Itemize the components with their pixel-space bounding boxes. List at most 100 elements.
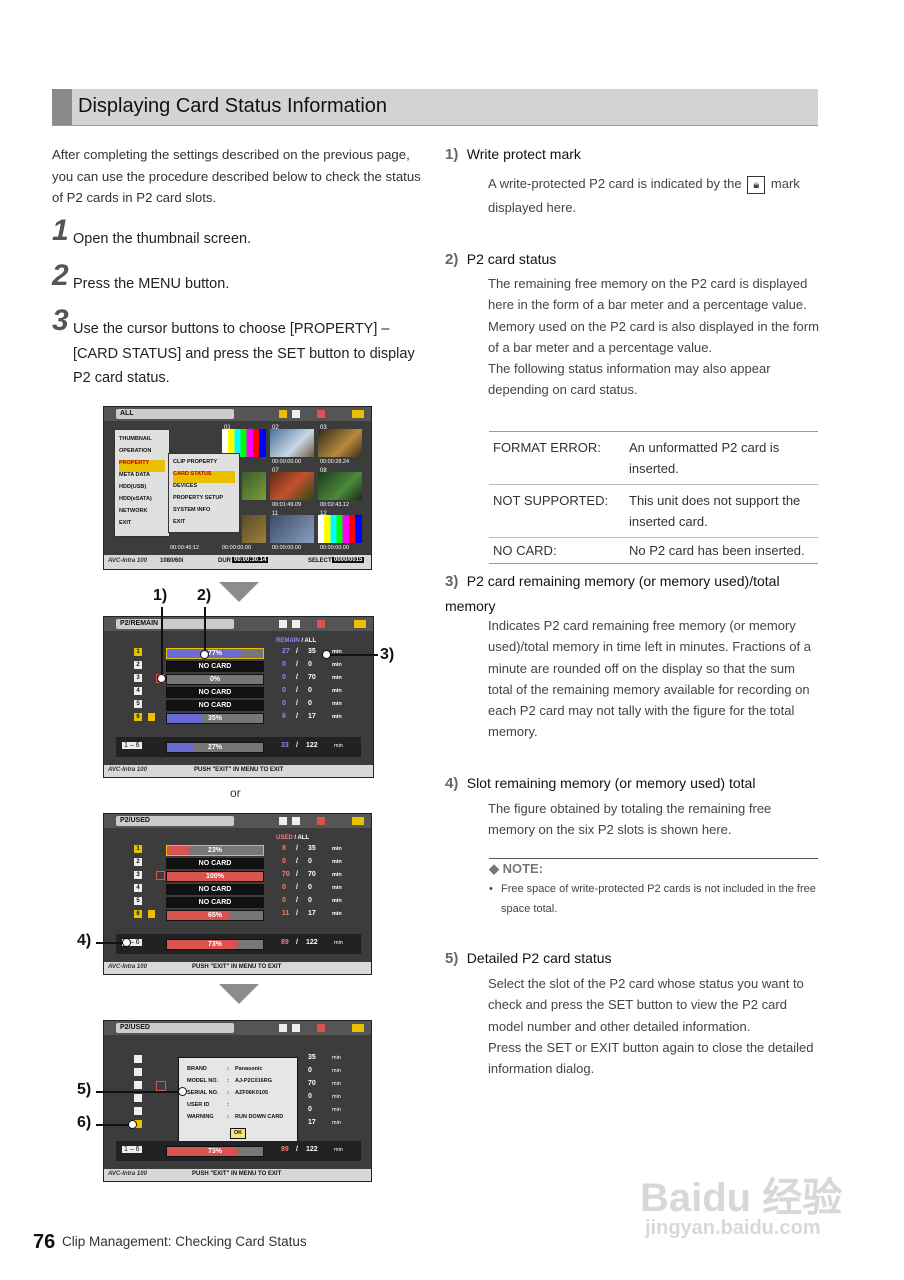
thumbnail[interactable] [318,429,362,457]
thumbnail[interactable] [270,472,314,500]
thumb-label: 12 [320,511,327,517]
menu-item-meta-data[interactable]: META DATA [119,472,150,478]
slot-number-icon [134,1120,142,1128]
callout-6: 6) [77,1114,92,1131]
status-bar-label: NO CARD [198,860,232,867]
step-number: 2 [52,259,69,292]
submenu-item-exit[interactable]: EXIT [173,519,186,525]
step-text: Open the thumbnail screen. [73,231,252,247]
section-number: 2) [445,251,459,268]
codec-logo: AVC-Intra 100 [108,767,147,773]
status-bar-label: 23% [207,847,222,854]
section-2-body: The remaining free memory on the P2 card… [488,273,820,401]
unit-label: min [332,846,342,852]
slot-number: 3 [134,871,142,879]
dialog-colon: : [227,1114,229,1120]
submenu-item-card-status[interactable]: CARD STATUS [173,471,235,483]
screen-title: P2/USED [116,1023,234,1033]
value-a: 0 [282,661,286,668]
thumbnail[interactable] [270,515,314,543]
section-title: P2 card remaining memory (or memory used… [445,573,780,614]
value-b: 17 [308,1119,316,1126]
menu-item-thumbnail[interactable]: THUMBNAIL [119,436,152,442]
dur-value: 00:00:30.14 [232,557,269,563]
submenu-item-system-info[interactable]: SYSTEM INFO [173,507,211,513]
down-arrow-icon [219,984,259,1004]
status-bar-label: NO CARD [198,689,232,696]
slot-icon [279,410,287,418]
unit-label: min [332,911,342,917]
menu-item-hdd-esata[interactable]: HDD(eSATA) [119,496,152,502]
body-text: The following status information may als… [488,361,771,398]
thumbnail-grid: 01 02 03 07 08 11 12 00:00:00.00 00:00:2… [164,425,364,553]
thumb-label: 08 [320,468,327,474]
total-row: 1 – 6 73% 89 / 122 min [116,1141,361,1161]
section-header: Displaying Card Status Information [52,89,818,126]
value-separator: / [296,687,298,694]
thumbnail[interactable] [242,515,266,543]
unit-label: min [334,1147,343,1153]
unit-label: min [332,1107,341,1113]
callout-leader [330,654,378,656]
dialog-colon: : [227,1066,229,1072]
total-slots: 1 – 6 [122,939,142,946]
card-warning-icon [148,713,155,721]
callout-dot [157,674,166,683]
submenu-item-devices[interactable]: DEVICES [173,483,198,489]
value-b: 0 [308,1106,312,1113]
menu-item-operation[interactable]: OPERATION [119,448,152,454]
unit-label: min [332,701,342,707]
status-bar-label: NO CARD [198,663,232,670]
section-number: 5) [445,950,459,967]
menu-item-hdd-usb[interactable]: HDD(USB) [119,484,147,490]
write-protect-icon [156,871,165,880]
slot-number: 1 [134,845,142,853]
section-number: 3) [445,573,459,590]
dialog-key: SERIAL NO. [187,1090,219,1096]
value-b: 17 [308,910,316,917]
status-bar-label: 65% [207,912,222,919]
value-a: 0 [282,700,286,707]
callout-leader [96,1091,180,1093]
body-text: Select the slot of the P2 card whose sta… [488,976,804,1034]
menu-item-network[interactable]: NETWORK [119,508,148,514]
codec-logo: AVC-Intra 100 [108,964,147,970]
ok-button[interactable]: OK [230,1128,246,1139]
section-1-heading: 1) Write protect mark [445,146,581,164]
total-slots: 1 – 6 [122,1146,142,1153]
section-5-heading: 5) Detailed P2 card status [445,950,612,968]
status-bar-label: 35% [207,715,222,722]
section-title: Write protect mark [466,146,581,162]
thumbnail[interactable] [318,515,362,543]
note-box: ◆ NOTE: • Free space of write-protected … [489,858,818,919]
menu-item-exit[interactable]: EXIT [119,520,132,526]
status-bar-label: 100% [206,873,224,880]
unit-label: min [332,859,342,865]
slot-number-icon [134,1094,142,1102]
slot-number: 4 [134,884,142,892]
battery-icon [352,817,364,825]
screen-titlebar: ALL [104,407,371,421]
thumbnail[interactable] [242,472,266,500]
unit-label: min [332,662,342,668]
thumbnail[interactable] [318,472,362,500]
submenu-item-clip-property[interactable]: CLIP PROPERTY [173,459,218,465]
total-bar-label: 73% [207,941,222,948]
thumbnail[interactable] [222,429,266,457]
thumbnail[interactable] [270,429,314,457]
menu-item-property[interactable]: PROPERTY [119,460,165,472]
total-bar: 73% [166,1146,264,1157]
value-separator: / [296,648,298,655]
submenu-item-property-setup[interactable]: PROPERTY SETUP [173,495,224,501]
